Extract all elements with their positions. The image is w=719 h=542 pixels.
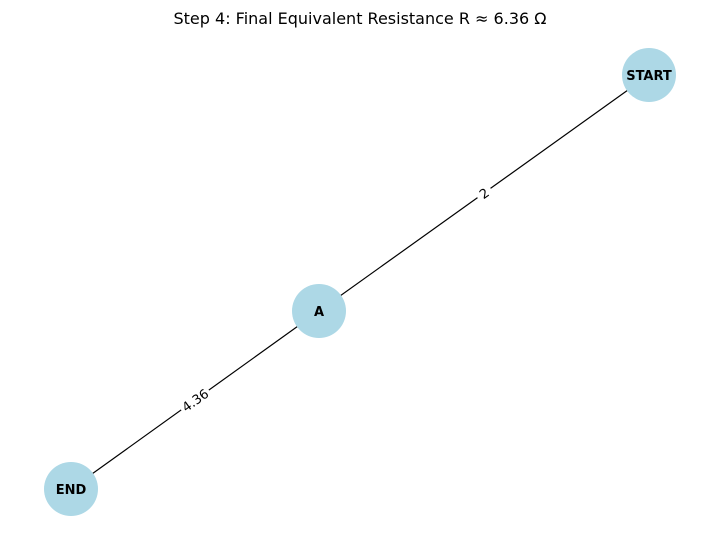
- node-end: END: [44, 462, 98, 516]
- node-a-label: A: [314, 305, 324, 320]
- edge-label-a-end: 4.36: [175, 382, 215, 418]
- diagram-title: Step 4: Final Equivalent Resistance R ≈ …: [174, 9, 547, 28]
- edge-label-start-a: 2: [472, 181, 496, 205]
- node-start-label: START: [626, 69, 672, 84]
- node-a-circle: [292, 284, 346, 338]
- edges-layer: [70, 74, 650, 490]
- node-end-circle: [44, 462, 98, 516]
- node-start: START: [622, 48, 676, 102]
- node-end-label: END: [56, 483, 87, 498]
- nodes-layer: START A END: [44, 48, 676, 516]
- node-a: A: [292, 284, 346, 338]
- node-start-circle: [622, 48, 676, 102]
